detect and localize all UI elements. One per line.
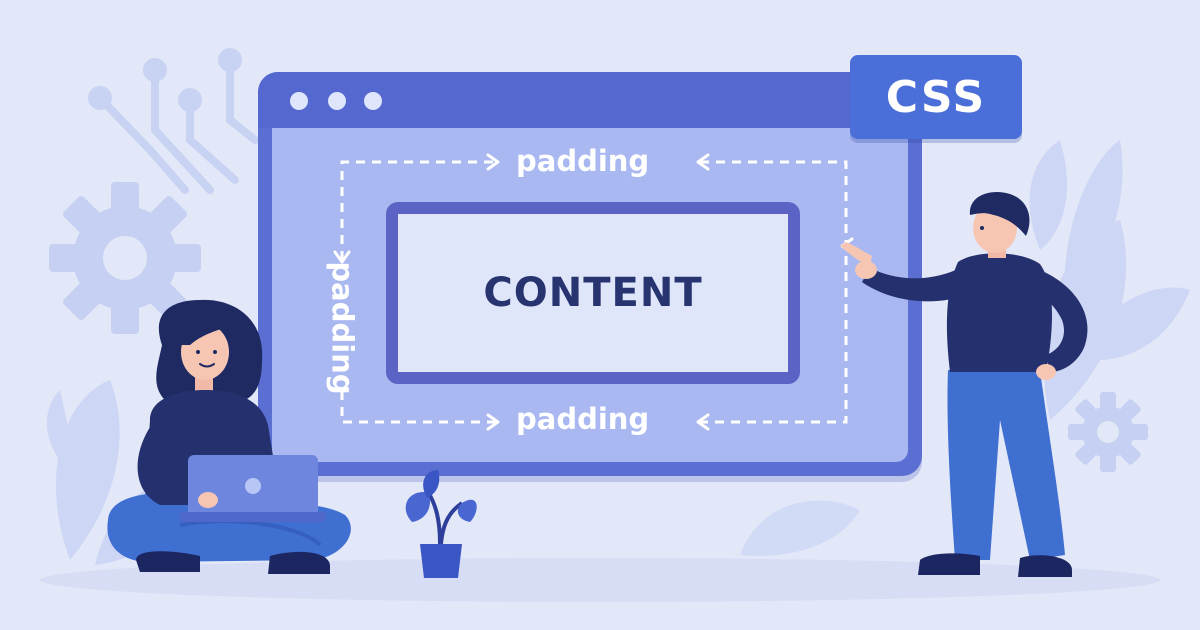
css-badge: CSS	[850, 55, 1022, 139]
arrow-right-icon	[486, 153, 500, 171]
laptop-icon	[180, 455, 326, 522]
window-dot-icon	[328, 92, 346, 110]
padding-bottom-label: padding	[516, 402, 650, 436]
arrow-left-icon	[696, 153, 710, 171]
circuit-lines-icon	[96, 56, 259, 194]
window-dot-icon	[290, 92, 308, 110]
css-badge-label: CSS	[885, 71, 987, 123]
gear-icon	[1068, 392, 1148, 472]
padding-top-label: padding	[516, 144, 650, 178]
arrow-down-icon	[333, 250, 351, 264]
content-label: CONTENT	[483, 270, 703, 316]
browser-titlebar	[258, 72, 922, 128]
content-box: CONTENT	[386, 202, 800, 384]
arrow-left-icon	[696, 413, 710, 431]
window-dot-icon	[364, 92, 382, 110]
arrow-right-icon	[486, 413, 500, 431]
man-pointing	[840, 192, 1088, 577]
gear-icon	[49, 182, 201, 334]
woman-with-laptop	[107, 299, 351, 574]
potted-plant-icon	[405, 470, 477, 578]
